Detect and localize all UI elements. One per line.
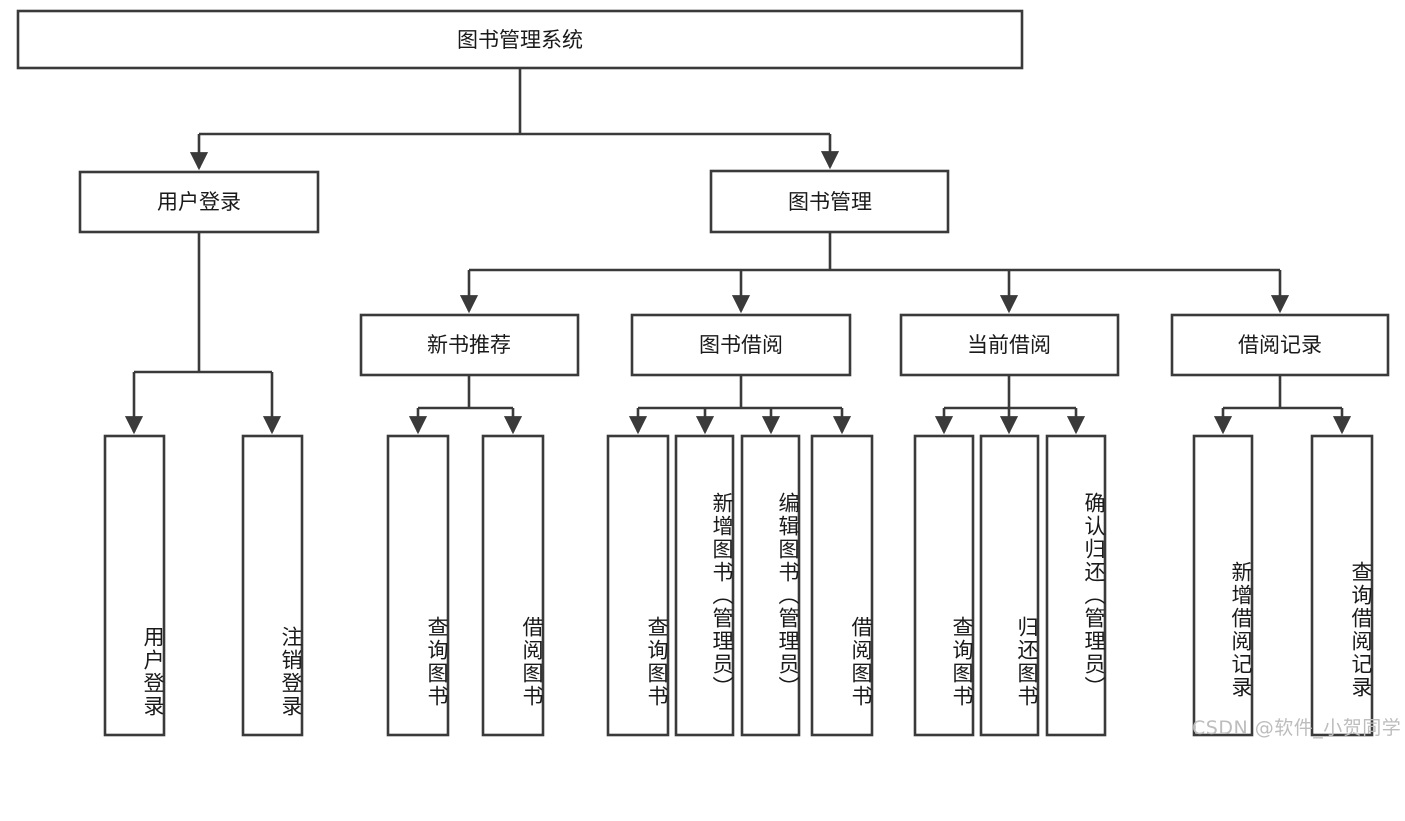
leaf-borrow-book-1-box[interactable]: [481, 434, 545, 737]
leaf-query-record-box[interactable]: [1310, 434, 1374, 737]
node-book-borrow[interactable]: 图书借阅: [630, 313, 852, 377]
connectors-layer: [124, 68, 1352, 435]
node-user-login-box[interactable]: [78, 170, 320, 234]
node-current-borrow[interactable]: 当前借阅: [899, 313, 1120, 377]
csdn-watermark: CSDN @软件_小贺同学: [1192, 717, 1402, 739]
leaf-add-record-box[interactable]: [1192, 434, 1254, 737]
node-root[interactable]: 图书管理系统: [16, 9, 1024, 70]
leaf-add-book-box[interactable]: [674, 434, 735, 737]
node-borrow-record[interactable]: 借阅记录: [1170, 313, 1390, 377]
node-book-manage-label: 图书管理: [788, 190, 872, 214]
node-new-book-recommend-label: 新书推荐: [427, 333, 511, 357]
leaf-logout-box[interactable]: [241, 434, 304, 737]
leaf-query-book-3-box[interactable]: [913, 434, 975, 737]
leaf-return-book-box[interactable]: [979, 434, 1040, 737]
node-user-login[interactable]: 用户登录: [78, 170, 320, 234]
leaf-borrow-book-2-box[interactable]: [810, 434, 874, 737]
flowchart-diagram: 图书管理系统 用户登录 图书管理 新书推荐 图书借阅 当前借阅 借阅记录: [16, 9, 1402, 739]
node-book-borrow-box[interactable]: [630, 313, 852, 377]
node-borrow-record-box[interactable]: [1170, 313, 1390, 377]
leaf-confirm-return-box[interactable]: [1045, 434, 1107, 737]
node-user-login-label: 用户登录: [157, 190, 241, 214]
node-borrow-record-label: 借阅记录: [1238, 333, 1322, 357]
leaf-query-book-1-box[interactable]: [386, 434, 450, 737]
node-new-book-recommend[interactable]: 新书推荐: [359, 313, 580, 377]
leaf-edit-book-box[interactable]: [740, 434, 801, 737]
node-root-label: 图书管理系统: [457, 28, 583, 52]
node-book-manage[interactable]: 图书管理: [709, 169, 950, 234]
node-book-manage-box[interactable]: [709, 169, 950, 234]
leaf-user-login-box[interactable]: [103, 434, 166, 737]
node-new-book-recommend-box[interactable]: [359, 313, 580, 377]
node-current-borrow-label: 当前借阅: [967, 333, 1051, 357]
diagram-canvas: 图书管理系统 用户登录 图书管理 新书推荐 图书借阅 当前借阅 借阅记录: [16, 9, 1390, 737]
leaf-query-book-2-box[interactable]: [606, 434, 670, 737]
node-book-borrow-label: 图书借阅: [699, 333, 783, 357]
node-root-box[interactable]: [16, 9, 1024, 70]
node-current-borrow-box[interactable]: [899, 313, 1120, 377]
leaf-boxes-layer: [103, 434, 1374, 737]
